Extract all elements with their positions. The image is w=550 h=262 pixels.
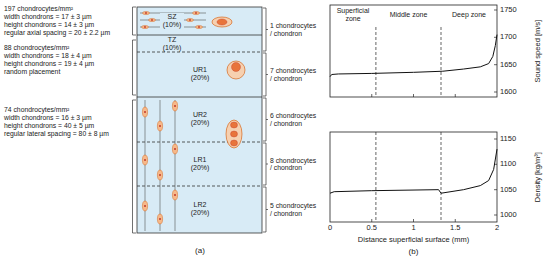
panel-label: (b) — [409, 248, 419, 257]
column-lines — [145, 100, 175, 231]
tick-label: 1700 — [500, 33, 517, 41]
flat-chondrocytes — [142, 11, 203, 28]
tick-label: 1600 — [500, 88, 517, 96]
chondron-count: 7 chondrocytes / chondron — [270, 67, 319, 82]
nuclei — [144, 105, 176, 220]
tick-label: 2 — [495, 224, 499, 232]
zone-name: Deep zone — [442, 11, 496, 19]
chondron — [212, 17, 232, 27]
tick-label: 0.5 — [367, 224, 377, 232]
cartilage-column — [137, 7, 262, 233]
chart-frame — [330, 5, 497, 97]
chondrocyte — [232, 63, 241, 72]
zone-label: TZ (10%) — [160, 36, 184, 51]
axis-title: Distance superficial surface (mm) — [358, 236, 469, 244]
chondron-count: 5 chondrocytes / chondron — [270, 202, 319, 217]
bracket — [133, 7, 137, 233]
tick-label: 1750 — [500, 6, 517, 14]
annotation: 88 chondrocytes/mm² — [4, 44, 69, 51]
zone-label: UR2 (20%) — [188, 111, 212, 126]
sound-speed-curve — [330, 35, 497, 77]
annotation: height chondrons = 14 ± 3 µm — [4, 21, 94, 28]
tick-label: 1050 — [500, 186, 517, 194]
zone-band: LR2 (20%) — [137, 186, 262, 233]
annotation: regular lateral spacing = 80 ± 8 µm — [4, 130, 109, 137]
zone-band: UR2 (20%) — [137, 97, 262, 142]
annotation: regular axial spacing = 20 ± 2.2 µm — [4, 29, 110, 36]
tick-label: 1 — [411, 224, 415, 232]
annotation: height chondrons = 19 ± 4 µm — [4, 60, 94, 67]
zone-border — [137, 97, 262, 98]
zone-border — [137, 52, 262, 53]
axis-title: Sound speed [m/s] — [534, 20, 542, 83]
chondron-count: 6 chondrocytes / chondron — [270, 112, 319, 127]
zone-band: UR1 (20%) — [137, 52, 262, 97]
column-chondrocytes — [142, 101, 177, 224]
chondron-count: 1 chondrocytes / chondron — [270, 22, 319, 37]
zone-name: Middle zone — [379, 11, 439, 19]
zone-border — [137, 186, 262, 187]
zone-border — [137, 35, 262, 36]
zone-label: SZ (10%) — [160, 13, 184, 28]
tick-label: 0 — [328, 224, 332, 232]
zone-divider — [376, 27, 441, 222]
tick-label: 1.5 — [450, 224, 460, 232]
zone-label: UR1 (20%) — [188, 66, 212, 81]
zone-label: LR1 (20%) — [188, 156, 212, 171]
annotation: width chondrons = 18 ± 4 µm — [4, 52, 92, 59]
tick-label: 1000 — [500, 211, 517, 219]
chart-frame — [330, 132, 497, 222]
annotation: width chondrons = 17 ± 3 µm — [4, 13, 92, 20]
zone-band: SZ (10%) — [137, 7, 262, 35]
panel-label: (a) — [195, 247, 205, 256]
annotation: width chondrons = 16 ± 3 µm — [4, 114, 92, 121]
bracket — [263, 8, 268, 232]
zone-label: LR2 (20%) — [188, 201, 212, 216]
annotation: 74 chondrocytes/mm² — [4, 106, 69, 113]
zone-name: Superficial zone — [331, 7, 375, 22]
tick-label: 1650 — [500, 61, 517, 69]
zone-border — [137, 142, 262, 143]
chondrocyte — [217, 19, 227, 25]
density-curve — [330, 149, 497, 193]
chondron — [227, 61, 245, 79]
nuclei — [144, 12, 200, 28]
annotation: 197 chondrocytes/mm² — [4, 5, 73, 12]
tick-label: 1150 — [500, 135, 516, 143]
tick-label: 1100 — [500, 160, 516, 168]
zone-band: LR1 (20%) — [137, 142, 262, 186]
chondrocyte — [231, 122, 238, 146]
chondron-count: 8 chondrocytes / chondron — [270, 157, 319, 172]
chondron — [226, 120, 242, 148]
annotation: random placement — [4, 68, 60, 75]
zone-band: TZ (10%) — [137, 35, 262, 52]
axis-title: Density [kg/m³] — [534, 152, 542, 202]
annotation: height chondrons = 40 ± 5 µm — [4, 122, 94, 129]
